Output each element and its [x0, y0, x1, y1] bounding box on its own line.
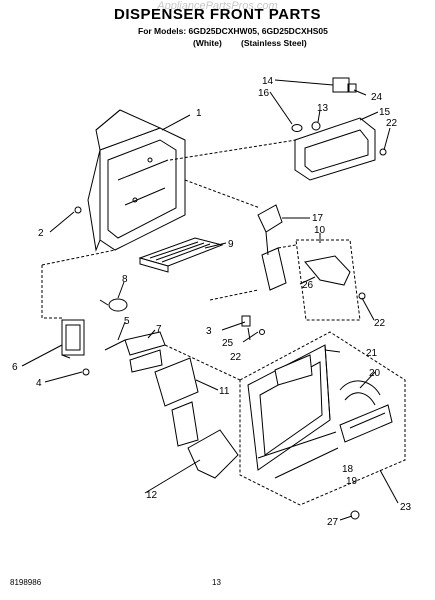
watermark: AppliancePartsPros.com [157, 0, 278, 12]
control-housing-part [291, 77, 387, 181]
callout-17: 17 [312, 213, 324, 224]
callout-7: 7 [156, 324, 162, 335]
ice-lever-part [154, 357, 239, 479]
front-panel-part [239, 331, 406, 506]
callout-8: 8 [122, 274, 128, 285]
callout-24: 24 [371, 92, 383, 103]
control-board-part [339, 380, 393, 443]
callout-12: 12 [146, 490, 158, 501]
callout-2: 2 [38, 228, 44, 239]
water-valve-part [295, 239, 366, 321]
callout-26: 26 [302, 280, 314, 291]
lever-assembly-part [82, 331, 166, 376]
variant-stainless-label: (Stainless Steel) [241, 38, 307, 48]
document-number: 8198986 [10, 578, 42, 587]
callout-10: 10 [314, 225, 326, 236]
drip-tray-part [138, 237, 224, 273]
callout-13: 13 [317, 103, 329, 114]
callout-15: 15 [379, 107, 391, 118]
switch-part [99, 298, 128, 312]
callout-5: 5 [124, 316, 130, 327]
callout-27: 27 [327, 517, 339, 528]
callout-4: 4 [36, 378, 42, 389]
callout-22-top: 22 [386, 118, 398, 129]
callout-14: 14 [262, 76, 274, 87]
callout-6: 6 [12, 362, 18, 373]
callout-11: 11 [219, 386, 230, 397]
actuator-pad-part [61, 319, 85, 359]
callout-22-center: 22 [230, 352, 242, 363]
callout-19: 19 [346, 476, 358, 487]
callout-1: 1 [196, 108, 202, 119]
leader-lines [21, 79, 399, 521]
assembly-guide-lines [41, 139, 297, 381]
models-line: For Models: 6GD25DCXHW05, 6GD25DCXHS05 [138, 26, 328, 36]
callout-20: 20 [369, 368, 381, 379]
callout-9: 9 [228, 239, 234, 250]
callout-3: 3 [206, 326, 212, 337]
callout-23: 23 [400, 502, 412, 513]
callout-22-right: 22 [374, 318, 386, 329]
water-lever-part [257, 204, 287, 291]
page-title: DISPENSER FRONT PARTS [114, 6, 321, 23]
page-number: 13 [212, 578, 221, 587]
callout-18: 18 [342, 464, 354, 475]
callout-25: 25 [222, 338, 234, 349]
callout-21: 21 [366, 348, 378, 359]
housing-frame-part [87, 109, 186, 252]
callout-16: 16 [258, 88, 270, 99]
variant-white-label: (White) [193, 38, 222, 48]
